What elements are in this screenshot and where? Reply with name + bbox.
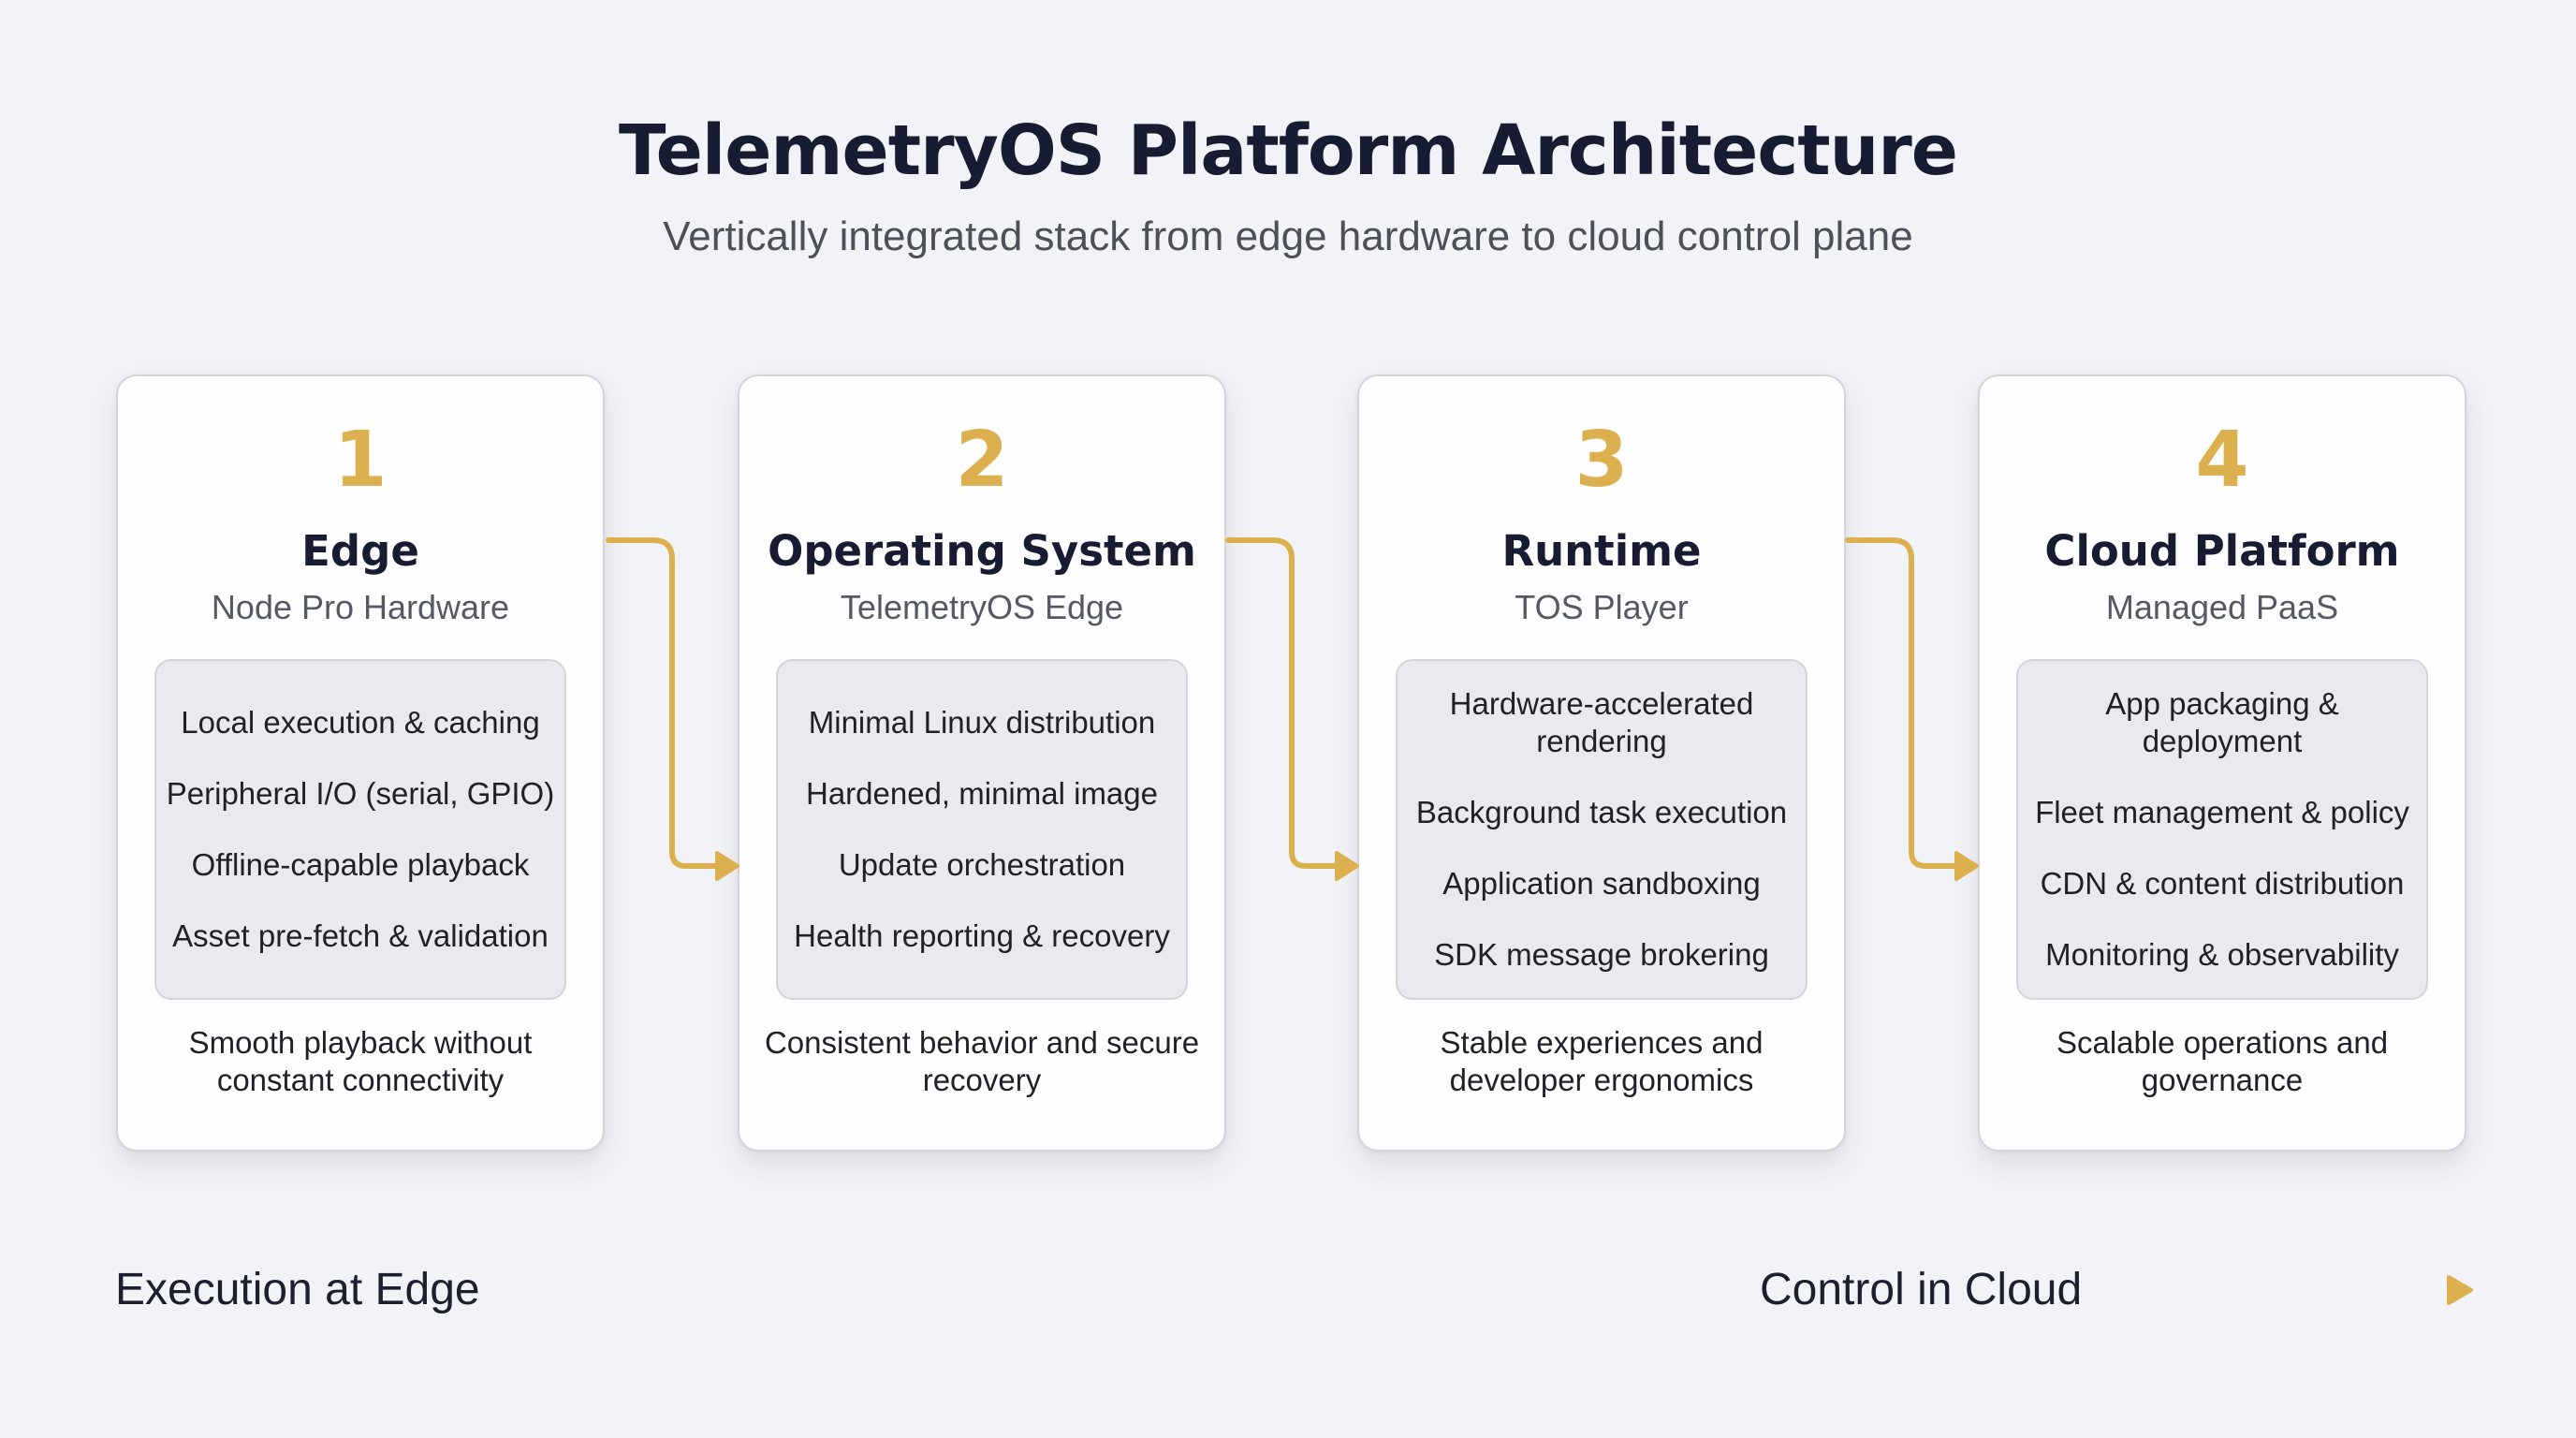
layer-outcome: Scalable operations and governance — [2056, 1025, 2389, 1097]
feature-item: Health reporting & recovery — [794, 918, 1170, 953]
layer-name: Edge — [301, 526, 419, 576]
layer-subtitle: Managed PaaS — [2105, 588, 2339, 626]
layer-subtitle: TOS Player — [1515, 588, 1689, 626]
feature-item: Background task execution — [1415, 795, 1788, 829]
layer-outcome: Smooth playback without constant connect… — [188, 1025, 533, 1097]
elbow-arrow-icon — [1845, 537, 1979, 881]
feature-item: Asset pre-fetch & validation — [172, 918, 549, 953]
feature-item: Offline-capable playback — [191, 847, 530, 882]
elbow-arrow-icon — [606, 537, 739, 881]
layer-number: 2 — [955, 416, 1009, 505]
feature-item: Hardened, minimal image — [805, 776, 1158, 811]
page-title: TelemetryOS Platform Architecture — [619, 110, 1958, 191]
layer-name: Operating System — [768, 526, 1196, 576]
feature-item: Local execution & caching — [181, 705, 540, 740]
feature-item: Hardware-accelerated rendering — [1449, 686, 1754, 758]
feature-item: Monitoring & observability — [2045, 937, 2399, 972]
layer-name: Runtime — [1501, 526, 1702, 576]
feature-item: SDK message brokering — [1434, 937, 1769, 972]
layer-name: Cloud Platform — [2044, 526, 2400, 576]
layer-number: 4 — [2195, 416, 2249, 505]
feature-item: CDN & content distribution — [2040, 866, 2405, 901]
layer-card-runtime: 3 Runtime TOS Player Hardware-accelerate… — [1357, 374, 1846, 1152]
feature-list: Hardware-accelerated rendering Backgroun… — [1396, 659, 1808, 1000]
layer-number: 3 — [1574, 416, 1629, 505]
feature-item: Application sandboxing — [1442, 866, 1761, 901]
page-subtitle: Vertically integrated stack from edge ha… — [663, 213, 1913, 259]
axis-label-start: Execution at Edge — [115, 1265, 480, 1314]
edge-to-cloud-axis — [490, 1275, 2473, 1305]
elbow-arrow-icon — [1225, 537, 1359, 881]
layer-subtitle: Node Pro Hardware — [211, 588, 510, 626]
feature-list: App packaging & deployment Fleet managem… — [2016, 659, 2428, 1000]
arrow-right-icon — [2447, 1275, 2473, 1305]
feature-list: Minimal Linux distribution Hardened, min… — [776, 659, 1188, 1000]
layer-outcome: Stable experiences and developer ergonom… — [1440, 1025, 1764, 1097]
feature-item: Minimal Linux distribution — [808, 705, 1156, 740]
feature-item: Fleet management & policy — [2035, 795, 2409, 829]
axis-label-end: Control in Cloud — [1760, 1265, 2083, 1314]
feature-list: Local execution & caching Peripheral I/O… — [154, 659, 566, 1000]
layer-card-operating-system: 2 Operating System TelemetryOS Edge Mini… — [738, 374, 1226, 1152]
feature-item: Peripheral I/O (serial, GPIO) — [166, 776, 555, 811]
feature-item: App packaging & deployment — [2105, 686, 2339, 758]
layer-number: 1 — [333, 416, 388, 505]
layer-card-cloud-platform: 4 Cloud Platform Managed PaaS App packag… — [1978, 374, 2466, 1152]
layer-outcome: Consistent behavior and secure recovery — [764, 1025, 1200, 1097]
feature-item: Update orchestration — [838, 847, 1126, 882]
layer-subtitle: TelemetryOS Edge — [840, 588, 1124, 626]
layer-card-edge: 1 Edge Node Pro Hardware Local execution… — [116, 374, 605, 1152]
